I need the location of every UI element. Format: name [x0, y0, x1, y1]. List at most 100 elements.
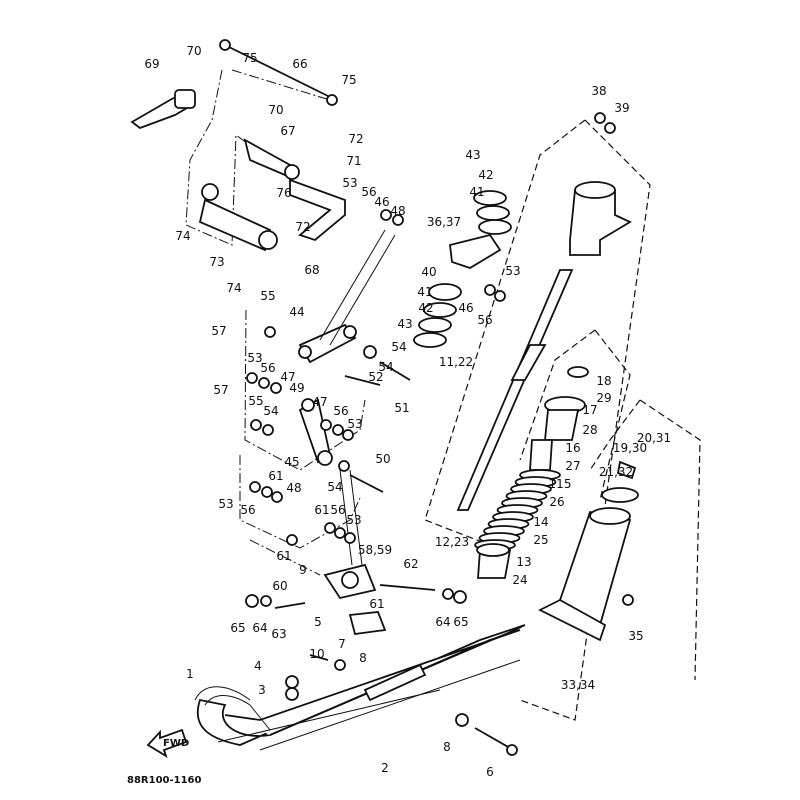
callout-label: 54 [327, 480, 342, 494]
middle-linkage [298, 229, 411, 566]
callout-label: 74 [226, 281, 241, 295]
callout-label: 72 [348, 132, 363, 146]
callout-label: 56 [477, 313, 492, 327]
callout-label: 71 [346, 154, 361, 168]
callout-label: 61 [276, 549, 291, 563]
callout-label: 18 [596, 374, 611, 388]
group-boxes [185, 69, 701, 721]
callout-label: 49 [289, 381, 304, 395]
callout-label: 57 [213, 383, 228, 397]
svg-text:FWD: FWD [163, 738, 189, 749]
washers [245, 112, 616, 727]
callout-label: 115 [549, 477, 572, 491]
callout-label: 48 [390, 204, 405, 218]
callout-label: 42 [418, 301, 433, 315]
callout-label: 7 [338, 637, 346, 651]
callout-label: 10 [309, 647, 324, 661]
callout-label: 44 [289, 305, 304, 319]
callout-label: 38 [591, 84, 606, 98]
callout-label: 76 [276, 186, 291, 200]
callout-label: 57 [211, 324, 226, 338]
callout-label: 54 [378, 360, 393, 374]
callout-label: 41 [417, 285, 432, 299]
callout-label: 47 [280, 370, 295, 384]
forward-arrow-icon: FWD [146, 728, 189, 759]
callout-label: 64 [435, 615, 450, 629]
callout-label: 56 [361, 185, 376, 199]
callout-label: 61 [268, 469, 283, 483]
callout-label: 21,32 [599, 465, 633, 479]
callout-label: 12,23 [435, 535, 469, 549]
ski-assembly [194, 563, 526, 756]
callout-label: 74 [175, 229, 190, 243]
callout-label: 25 [533, 533, 548, 547]
callout-label: 67 [280, 124, 295, 138]
callout-label: 20,31 [637, 431, 671, 445]
callout-label: 11,22 [439, 355, 473, 369]
callout-label: 17 [582, 403, 597, 417]
callout-label: 52 [368, 370, 383, 384]
callout-label: 64 [252, 621, 267, 635]
callout-label: 6 [486, 765, 494, 779]
callout-label: 2 [381, 761, 389, 775]
callout-label: 70 [186, 44, 201, 58]
callout-label: 5 [314, 615, 322, 629]
callout-label: 66 [292, 57, 307, 71]
callout-label: 69 [144, 57, 159, 71]
callout-label: 53 [247, 351, 262, 365]
callout-label: 1 [186, 667, 194, 681]
callout-label: 8 [443, 740, 451, 754]
callout-label: 54 [263, 404, 278, 418]
callout-label: 56 [333, 404, 348, 418]
bushing-stack [413, 190, 512, 348]
callout-label: 39 [614, 101, 629, 115]
callout-label: 75 [341, 73, 356, 87]
callout-label: 51 [394, 401, 409, 415]
callout-label: 28 [582, 423, 597, 437]
callout-label: 8 [359, 651, 367, 665]
callout-label: 46 [374, 195, 389, 209]
callout-label: 19,30 [613, 441, 647, 455]
callout-label: 43 [465, 148, 480, 162]
callout-label: 43 [397, 317, 412, 331]
callout-label: 65 [453, 615, 468, 629]
callout-label: 13 [516, 555, 531, 569]
callout-label: 35 [628, 629, 643, 643]
callout-label: 53 [218, 497, 233, 511]
callout-label: 58,59 [358, 543, 392, 557]
callout-label: 29 [596, 391, 611, 405]
callout-label: 16 [565, 441, 580, 455]
callout-label: 42 [478, 168, 493, 182]
callout-label: 72 [295, 220, 310, 234]
callout-label: 53 [505, 264, 520, 278]
callout-label: 48 [286, 481, 301, 495]
callout-label: 50 [375, 452, 390, 466]
drawing-code: 88R100-1160 [127, 775, 202, 786]
callout-label: 40 [421, 265, 436, 279]
callout-label: 14 [533, 515, 548, 529]
callout-label: 73 [209, 255, 224, 269]
callout-label: 53 [347, 417, 362, 431]
callout-label: 56 [330, 503, 345, 517]
callout-label: 24 [512, 573, 527, 587]
callout-label: 9 [299, 563, 307, 577]
callout-label: 56 [260, 361, 275, 375]
callout-label: 53 [346, 513, 361, 527]
callout-label: 61 [369, 597, 384, 611]
callout-label: 62 [403, 557, 418, 571]
callout-label: 55 [248, 394, 263, 408]
callout-label: 55 [260, 289, 275, 303]
callout-label: 68 [304, 263, 319, 277]
callout-label: 56 [240, 503, 255, 517]
upper-linkage [130, 39, 346, 252]
callout-label: 63 [271, 627, 286, 641]
callout-label: 36,37 [427, 215, 461, 229]
callout-label: 4 [254, 659, 262, 673]
callout-label: 53 [342, 176, 357, 190]
callout-label: 45 [284, 455, 299, 469]
callout-label: 54 [391, 340, 406, 354]
callout-label: 60 [272, 579, 287, 593]
callout-label: 46 [458, 301, 473, 315]
